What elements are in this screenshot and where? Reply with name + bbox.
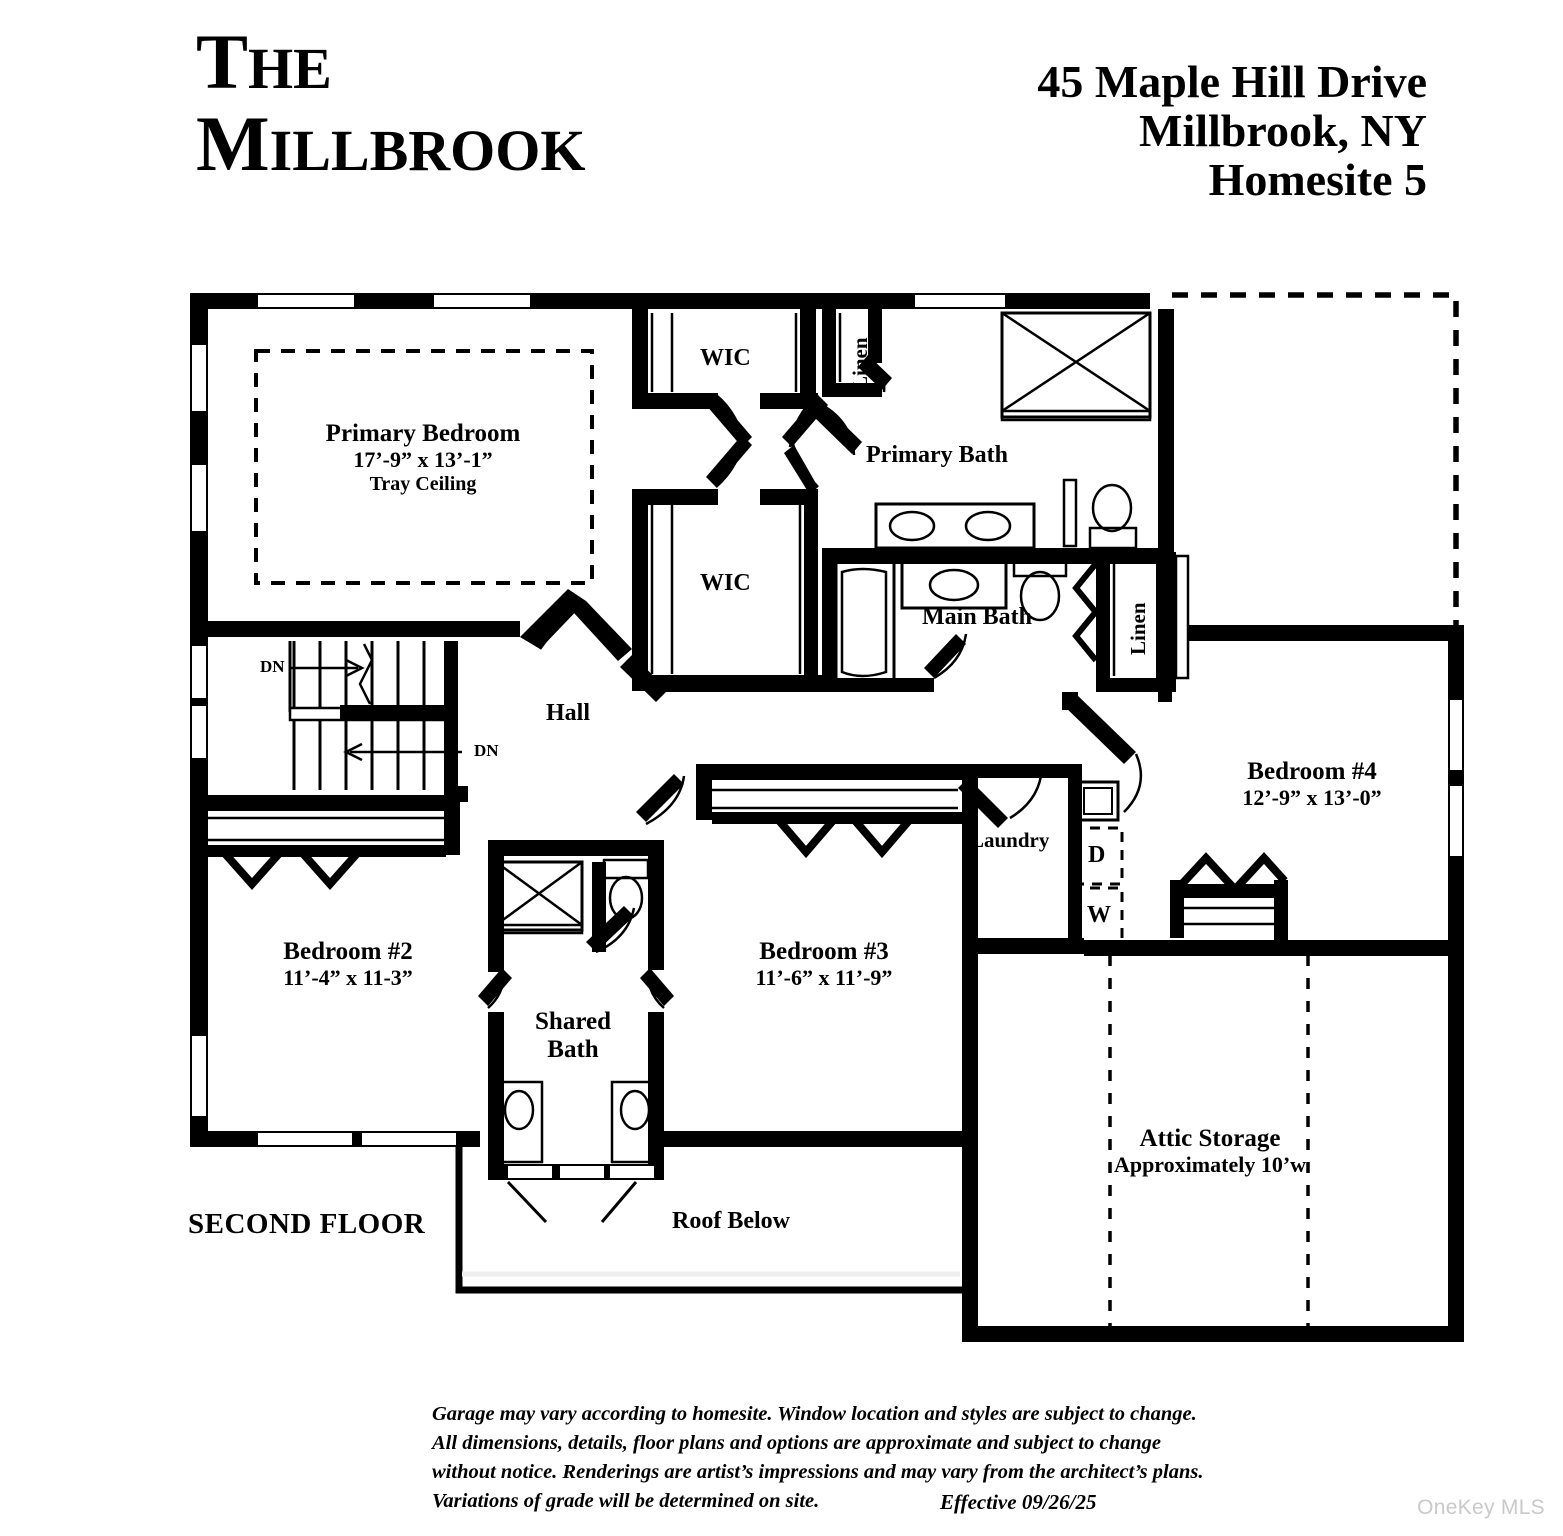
plan-title-millbrook-rest: ILLBROOK [269,117,586,183]
label-wic-upper: WIC [700,345,751,371]
label-laundry: Laundry [970,828,1050,852]
label-dryer: D [1088,842,1106,868]
shared-vanity-right [610,1080,660,1164]
label-hall: Hall [546,700,591,726]
disclaimer-line-4: Variations of grade will be determined o… [432,1490,820,1513]
label-stairs-dn-upper: DN [260,657,285,676]
label-stairs-dn-lower: DN [474,741,499,760]
primary-vanity [874,502,1036,550]
shared-shower [494,860,584,935]
disclaimer-line-2: All dimensions, details, floor plans and… [432,1432,1161,1455]
shared-vanity-left [494,1080,544,1164]
address-street: 45 Maple Hill Drive [1037,56,1427,107]
dashed-open-region [1172,292,1459,630]
label-washer: W [1087,902,1111,928]
label-wic-lower: WIC [700,570,751,596]
tray-ceiling-outline [254,349,594,585]
main-vanity [900,560,1008,610]
primary-toilet [1088,483,1138,550]
label-linen-upper: Linen [848,337,872,390]
address-city-state: Millbrook, NY [1139,104,1427,156]
label-linen-lower: Linen [1126,602,1150,655]
label-main-bath: Main Bath [922,604,1033,630]
disclaimer-line-1: Garage may vary according to homesite. W… [432,1403,1197,1425]
property-address: 45 Maple Hill Drive Millbrook, NY Homesi… [1037,56,1427,205]
plan-title-the-rest: HE [248,36,332,101]
main-toilet [1012,554,1068,622]
plan-title-the: THE [196,18,332,105]
disclaimer-line-3: without notice. Renderings are artist’s … [432,1461,1204,1484]
label-primary-bath: Primary Bath [866,442,1008,468]
disclaimer-text: Garage may vary according to homesite. W… [432,1400,1204,1516]
plan-title: THE MILLBROOK [196,22,816,183]
staircase [288,641,468,802]
floor-caption: SECOND FLOOR [188,1208,426,1240]
plan-title-millbrook: MILLBROOK [196,99,586,187]
address-homesite: Homesite 5 [1208,153,1427,205]
walls-group [190,292,1464,1342]
label-roof-below: Roof Below [672,1208,790,1234]
main-tub [834,560,896,686]
primary-shower [1000,311,1152,422]
onekey-mls-watermark: OneKey MLS [1417,1496,1545,1519]
effective-date: Effective 09/26/25 [940,1490,1097,1514]
